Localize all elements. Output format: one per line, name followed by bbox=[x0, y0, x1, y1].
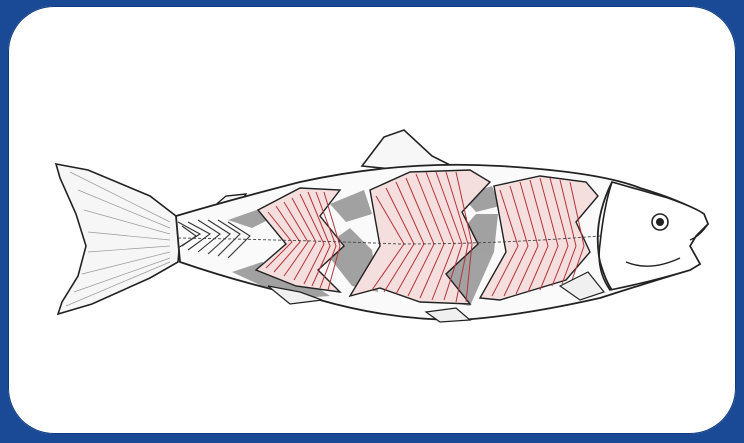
head bbox=[599, 182, 708, 290]
pupil bbox=[656, 218, 664, 226]
